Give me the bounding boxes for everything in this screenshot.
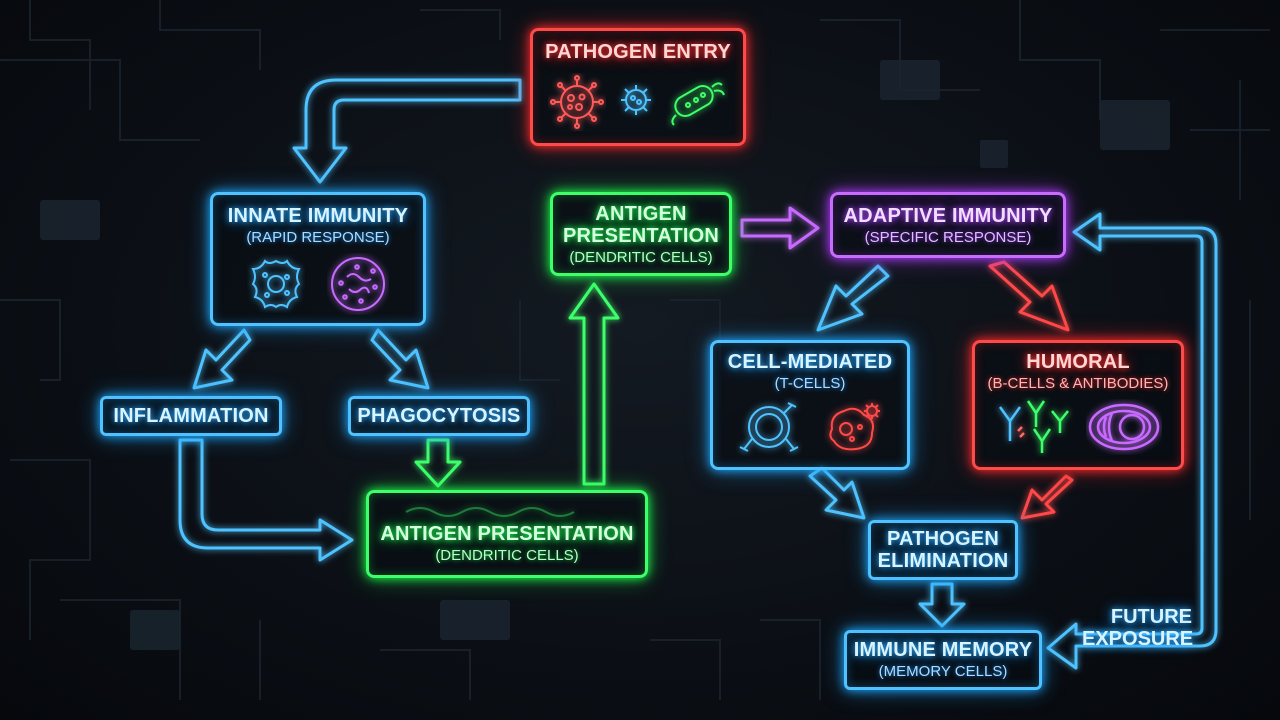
node-pathogen-elimination: PATHOGEN ELIMINATION [868, 520, 1018, 580]
future-exposure-line1: FUTURE [1110, 606, 1192, 628]
immune-memory-title: IMMUNE MEMORY [853, 639, 1033, 661]
antigen-presentation-top-subtitle: (DENDRITIC CELLS) [569, 249, 713, 266]
arrow-innate-to-phagocytosis [370, 328, 430, 390]
innate-immunity-subtitle: (RAPID RESPONSE) [246, 229, 390, 246]
node-innate-immunity: INNATE IMMUNITY (RAPID RESPONSE) [210, 192, 426, 326]
future-exposure-label: FUTURE EXPOSURE [1082, 606, 1194, 650]
future-exposure-line2: EXPOSURE [1082, 628, 1194, 650]
antibody-icon [998, 400, 1069, 453]
virus-icon [550, 75, 604, 129]
plasma-cell-icon [1088, 403, 1160, 451]
adaptive-immunity-subtitle: (SPECIFIC RESPONSE) [864, 229, 1032, 246]
arrow-cellmediated-to-elimination [808, 466, 866, 520]
node-humoral: HUMORAL (B-CELLS & ANTIBODIES) [972, 340, 1184, 470]
arrow-antigen-to-adaptive [740, 206, 820, 250]
macrophage-icon [251, 259, 301, 309]
antigen-presentation-top-title-line1: ANTIGEN [595, 203, 687, 225]
adaptive-immunity-title: ADAPTIVE IMMUNITY [843, 205, 1053, 227]
antigen-presentation-top-title-line2: PRESENTATION [562, 225, 720, 247]
pathogen-entry-title: PATHOGEN ENTRY [545, 41, 731, 63]
arrow-adaptive-to-humoral [988, 260, 1070, 332]
arrow-antigen-bottom-to-top [568, 282, 620, 486]
node-antigen-presentation-top: ANTIGEN PRESENTATION (DENDRITIC CELLS) [550, 192, 732, 276]
infected-cell-icon [829, 403, 880, 451]
innate-immunity-title: INNATE IMMUNITY [227, 205, 409, 227]
humoral-subtitle: (B-CELLS & ANTIBODIES) [987, 375, 1169, 392]
node-inflammation: INFLAMMATION [100, 396, 282, 436]
arrow-humoral-to-elimination [1020, 474, 1074, 520]
inflammation-title: INFLAMMATION [113, 405, 269, 427]
arrow-adaptive-to-cellmediated [816, 264, 890, 332]
antigen-presentation-bottom-title: ANTIGEN PRESENTATION [380, 523, 634, 545]
phagocytosis-title: PHAGOCYTOSIS [357, 405, 521, 427]
node-antigen-presentation-bottom: ANTIGEN PRESENTATION (DENDRITIC CELLS) [366, 490, 648, 578]
node-adaptive-immunity: ADAPTIVE IMMUNITY (SPECIFIC RESPONSE) [830, 192, 1066, 258]
arrow-pathogen-to-innate [292, 78, 522, 184]
arrow-future-exposure-loop [1046, 212, 1218, 670]
pathogen-elimination-title-line1: PATHOGEN [887, 528, 999, 550]
arrow-innate-to-inflammation [192, 328, 252, 390]
cell-mediated-subtitle: (T-CELLS) [774, 375, 846, 392]
bacterium-icon [671, 82, 725, 126]
node-phagocytosis: PHAGOCYTOSIS [348, 396, 530, 436]
arrow-phagocytosis-to-antigen [414, 438, 462, 488]
immune-memory-subtitle: (MEMORY CELLS) [878, 663, 1008, 680]
antigen-presentation-bottom-subtitle: (DENDRITIC CELLS) [435, 547, 579, 564]
cell-mediated-title: CELL-MEDIATED [727, 351, 893, 373]
node-cell-mediated: CELL-MEDIATED (T-CELLS) [710, 340, 910, 470]
bacteriophage-icon [621, 85, 651, 115]
arrow-inflammation-to-antigen [178, 438, 354, 562]
pathogen-elimination-title-line2: ELIMINATION [877, 550, 1009, 572]
node-immune-memory: IMMUNE MEMORY (MEMORY CELLS) [844, 630, 1042, 690]
arrow-elimination-to-memory [918, 582, 966, 628]
neutrophil-icon [331, 257, 385, 311]
node-pathogen-entry: PATHOGEN ENTRY [530, 28, 746, 146]
t-cell-icon [739, 402, 799, 452]
humoral-title: HUMORAL [1026, 351, 1130, 373]
